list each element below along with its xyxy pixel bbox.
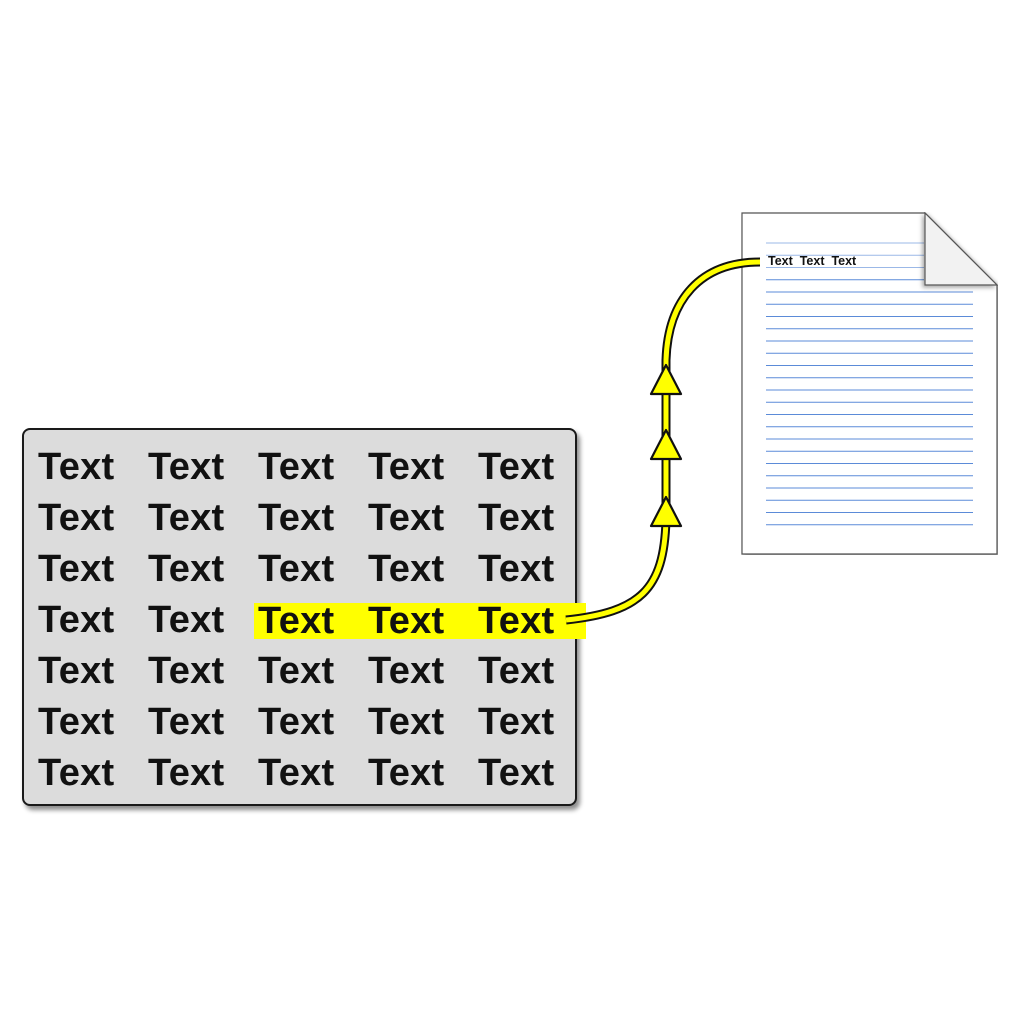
grid-word: Text bbox=[258, 446, 335, 488]
arrowheads bbox=[649, 363, 683, 528]
grid-word: Text bbox=[478, 701, 555, 743]
connector-path bbox=[565, 259, 761, 623]
selected-word: Text bbox=[254, 602, 366, 640]
document-page: Text Text Text bbox=[741, 212, 998, 555]
grid-word: Text bbox=[38, 701, 115, 743]
grid-word: Text bbox=[258, 650, 335, 692]
grid-word: Text bbox=[38, 548, 115, 590]
grid-word: Text bbox=[148, 548, 225, 590]
up-arrowhead-icon bbox=[649, 363, 683, 396]
grid-word: Text bbox=[258, 701, 335, 743]
selected-word: Text bbox=[476, 602, 586, 640]
grid-word: Text bbox=[148, 497, 225, 539]
grid-word: Text bbox=[478, 446, 555, 488]
grid-word: Text bbox=[258, 752, 335, 794]
selected-word: Text bbox=[366, 602, 476, 640]
grid-word: Text bbox=[368, 650, 445, 692]
grid-word: Text bbox=[148, 752, 225, 794]
grid-word: Text bbox=[368, 548, 445, 590]
grid-word: Text bbox=[148, 599, 225, 641]
grid-word: Text bbox=[38, 650, 115, 692]
ruled-lines bbox=[766, 242, 973, 526]
grid-word: Text bbox=[38, 497, 115, 539]
connector-path-outline bbox=[565, 257, 761, 625]
grid-word: Text bbox=[368, 752, 445, 794]
up-arrowhead-icon bbox=[649, 495, 683, 528]
grid-word: Text bbox=[478, 752, 555, 794]
grid-word: Text bbox=[38, 599, 115, 641]
grid-word: Text bbox=[368, 497, 445, 539]
grid-word: Text bbox=[148, 446, 225, 488]
grid-word: Text bbox=[368, 701, 445, 743]
grid-word: Text bbox=[148, 650, 225, 692]
grid-word: Text bbox=[38, 446, 115, 488]
grid-word: Text bbox=[368, 446, 445, 488]
grid-word: Text bbox=[478, 548, 555, 590]
grid-word: Text bbox=[478, 497, 555, 539]
folded-corner-icon bbox=[924, 212, 998, 286]
grid-word: Text bbox=[38, 752, 115, 794]
grid-word: Text bbox=[478, 650, 555, 692]
grid-word: Text bbox=[148, 701, 225, 743]
up-arrowhead-icon bbox=[649, 428, 683, 461]
document-heading: Text Text Text bbox=[768, 254, 857, 268]
grid-word: Text bbox=[258, 497, 335, 539]
grid-word: Text bbox=[258, 548, 335, 590]
